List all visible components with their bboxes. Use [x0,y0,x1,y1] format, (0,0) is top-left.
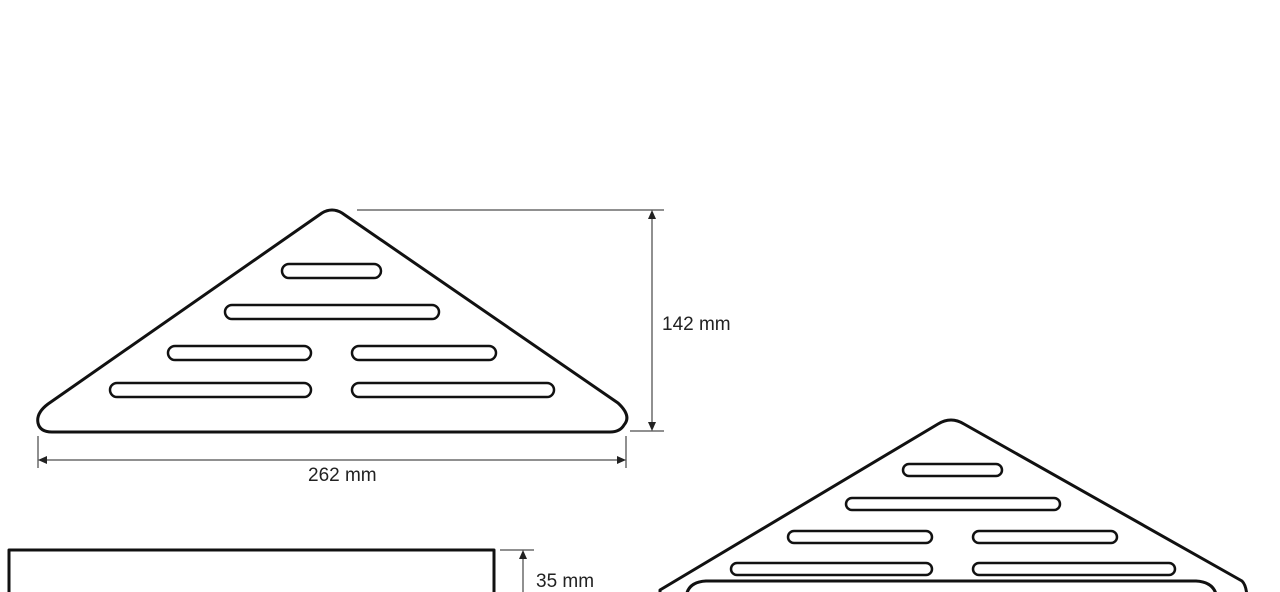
width-label: 262 mm [308,465,377,486]
arrowhead [519,550,527,559]
drain-slot [901,462,1004,478]
drain-slot [108,381,313,399]
drain-slot [971,529,1119,545]
shelf-side-outline [7,548,496,592]
arrowhead [648,422,656,431]
shelf-perspective-outline [658,418,1248,592]
shelf-perspective-view [658,418,1248,592]
shelf-top-view [36,208,629,434]
arrowhead [617,456,626,464]
drain-slot [350,381,556,399]
drain-slot [223,303,441,321]
drain-slot [280,262,383,280]
shelf-top-outline [36,208,629,434]
shelf-perspective-rim [685,579,1217,592]
width-dimension: 262 mm [37,436,627,486]
arrowhead [648,210,656,219]
height-label: 142 mm [662,314,731,335]
height-dimension: 142 mm [357,209,731,432]
depth-label: 35 mm [536,571,594,592]
drain-slot [350,344,498,362]
drain-slot [844,496,1062,512]
arrowhead [38,456,47,464]
depth-dimension: 35 mm [500,549,594,592]
drain-slot [971,561,1177,577]
shelf-side-view [7,548,496,592]
drain-slot [166,344,313,362]
drain-slot [729,561,934,577]
drain-slot [786,529,934,545]
